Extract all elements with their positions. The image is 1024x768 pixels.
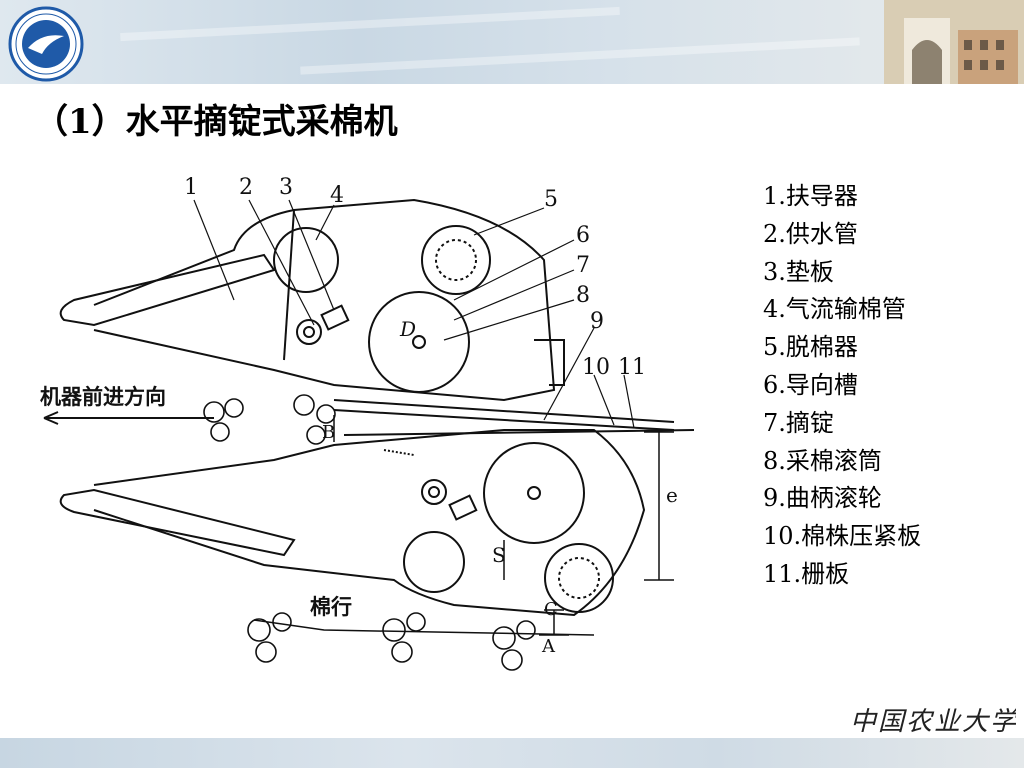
callout-11: 11 xyxy=(618,355,646,380)
cotton-plants xyxy=(203,394,536,671)
cotton-picker-diagram: 1 2 3 4 5 6 7 8 9 10 11 D B e S C A 机器前进… xyxy=(40,175,695,671)
top-banner xyxy=(0,0,1024,84)
cotton-row-line xyxy=(253,619,595,636)
legend-item: 8.采棉滚筒 xyxy=(763,446,882,475)
parts-legend: 1.扶导器 2.供水管 3.垫板 4.气流输棉管 5.脱棉器 6.导向槽 7.摘… xyxy=(763,178,921,594)
legend-item: 1.扶导器 xyxy=(763,182,858,210)
callout-4: 4 xyxy=(330,183,344,208)
callout-10: 10 xyxy=(582,355,610,380)
callout-1: 1 xyxy=(184,175,198,200)
dim-label-d: D xyxy=(399,317,416,341)
upper-housing xyxy=(93,198,556,402)
campus-gate-image xyxy=(884,0,1024,84)
university-wordmark: 中国农业大学 xyxy=(850,707,1016,737)
picker-drum-lower xyxy=(483,442,585,544)
lower-housing xyxy=(93,429,646,617)
lower-crop-divider xyxy=(59,488,296,557)
legend-item: 10.棉株压紧板 xyxy=(763,522,922,551)
callout-5: 5 xyxy=(544,187,558,212)
legend-item: 3.垫板 xyxy=(763,257,834,286)
callout-7: 7 xyxy=(576,253,590,278)
dim-label-b: B xyxy=(322,422,335,443)
callout-3: 3 xyxy=(279,175,293,200)
air-duct-upper xyxy=(273,227,339,293)
callout-2: 2 xyxy=(239,175,253,200)
legend-item: 11.栅板 xyxy=(763,559,850,588)
legend-item: 9.曲柄滚轮 xyxy=(763,484,882,513)
picker-drum-upper xyxy=(368,291,470,393)
direction-arrow xyxy=(43,411,214,425)
wordmark-text: 中国农业大学 xyxy=(850,707,1016,737)
callout-9: 9 xyxy=(590,309,604,334)
bottom-banner xyxy=(0,738,1024,768)
university-logo xyxy=(8,6,84,82)
air-duct-lower xyxy=(403,531,465,593)
dim-label-e: e xyxy=(666,483,678,507)
legend-item: 2.供水管 xyxy=(763,219,858,248)
dim-label-c: C xyxy=(544,599,558,620)
row-label: 棉行 xyxy=(310,594,352,619)
legend-item: 7.摘锭 xyxy=(763,408,834,437)
callout-6: 6 xyxy=(576,223,590,248)
dim-label-s: S xyxy=(492,543,506,567)
doffer-upper xyxy=(421,225,491,295)
callout-8: 8 xyxy=(576,283,590,308)
upper-crop-divider xyxy=(59,253,276,327)
dim-label-a: A xyxy=(541,636,556,657)
doffer-lower xyxy=(544,543,614,613)
legend-item: 5.脱棉器 xyxy=(763,333,858,362)
direction-label: 机器前进方向 xyxy=(40,384,166,409)
slide-title: （1）水平摘锭式采棉机 xyxy=(34,102,398,142)
legend-item: 6.导向槽 xyxy=(763,370,858,399)
legend-item: 4.气流输棉管 xyxy=(763,295,906,324)
